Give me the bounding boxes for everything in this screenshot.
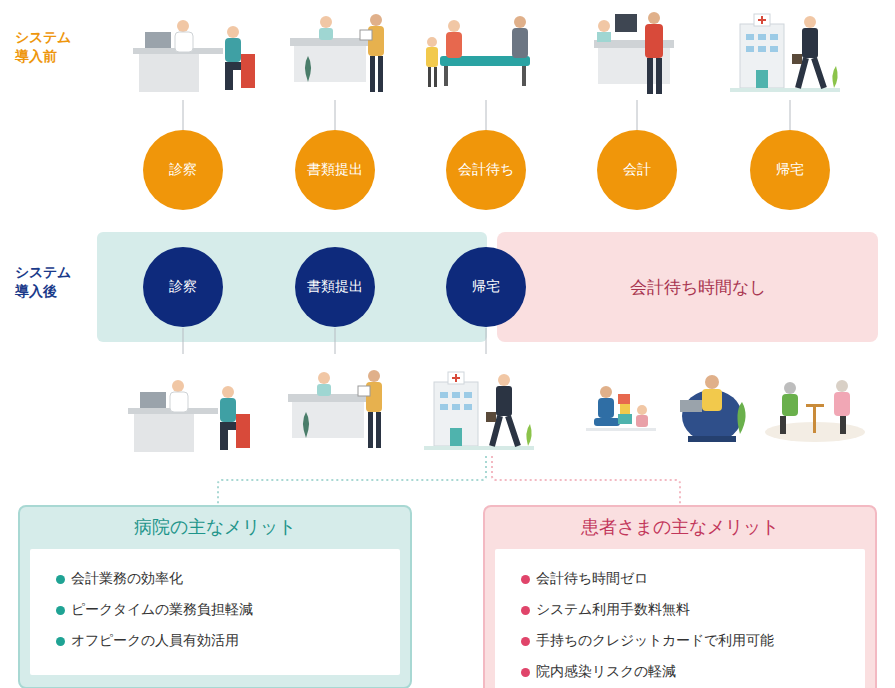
bullet-text: ピークタイムの業務負担軽減 [71, 601, 253, 619]
bullet-dot [56, 606, 65, 615]
box-inner: 会計業務の効率化ピークタイムの業務負担軽減オフピークの人員有効活用 [30, 549, 400, 675]
bullet-dot [521, 637, 530, 646]
step-circle: 会計待ち [446, 130, 526, 210]
step-circle: 帰宅 [446, 247, 526, 327]
box-inner: 会計待ち時間ゼロシステム利用手数料無料手持ちのクレジットカードで利用可能院内感染… [495, 549, 865, 688]
node-text: 会計待ち時間なし [630, 276, 766, 299]
bullet-dot [521, 606, 530, 615]
bullet-row: 会計待ち時間ゼロ [521, 570, 853, 588]
node-text: 診察 [169, 161, 197, 179]
teal-band [97, 232, 487, 342]
bullet-row: システム利用手数料無料 [521, 601, 853, 619]
node-text: 帰宅 [776, 161, 804, 179]
node-text: 書類提出 [307, 278, 363, 296]
bullet-text: 会計業務の効率化 [71, 570, 183, 588]
node-text: 会計 [623, 161, 651, 179]
step-circle: 診察 [143, 247, 223, 327]
node-text: 書類提出 [307, 161, 363, 179]
bullet-text: 会計待ち時間ゼロ [536, 570, 648, 588]
merit-box: 病院の主なメリット会計業務の効率化ピークタイムの業務負担軽減オフピークの人員有効… [18, 505, 412, 688]
bullet-text: 手持ちのクレジットカードで利用可能 [536, 632, 774, 650]
bullet-dot [56, 637, 65, 646]
box-title: 患者さまの主なメリット [495, 515, 865, 539]
bullet-text: オフピークの人員有効活用 [71, 632, 239, 650]
bullet-row: ピークタイムの業務負担軽減 [56, 601, 388, 619]
bullet-text: 院内感染リスクの軽減 [536, 663, 676, 681]
bullet-row: オフピークの人員有効活用 [56, 632, 388, 650]
box-title: 病院の主なメリット [30, 515, 400, 539]
merit-box: 患者さまの主なメリット会計待ち時間ゼロシステム利用手数料無料手持ちのクレジットカ… [483, 505, 877, 688]
node-text: 診察 [169, 278, 197, 296]
step-circle: 診察 [143, 130, 223, 210]
step-circle: 帰宅 [750, 130, 830, 210]
bullet-row: 会計業務の効率化 [56, 570, 388, 588]
step-circle: 書類提出 [295, 247, 375, 327]
bullet-row: 手持ちのクレジットカードで利用可能 [521, 632, 853, 650]
node-text: 会計待ち [458, 161, 514, 179]
row-label: システム 導入後 [15, 263, 85, 301]
bullet-dot [56, 575, 65, 584]
step-circle: 会計 [597, 130, 677, 210]
step-circle: 書類提出 [295, 130, 375, 210]
bullet-dot [521, 575, 530, 584]
bullet-dot [521, 668, 530, 677]
result-band: 会計待ち時間なし [497, 232, 878, 342]
bullet-row: 院内感染リスクの軽減 [521, 663, 853, 681]
node-text: 帰宅 [472, 278, 500, 296]
bullet-text: システム利用手数料無料 [536, 601, 690, 619]
row-label: システム 導入前 [15, 28, 85, 66]
